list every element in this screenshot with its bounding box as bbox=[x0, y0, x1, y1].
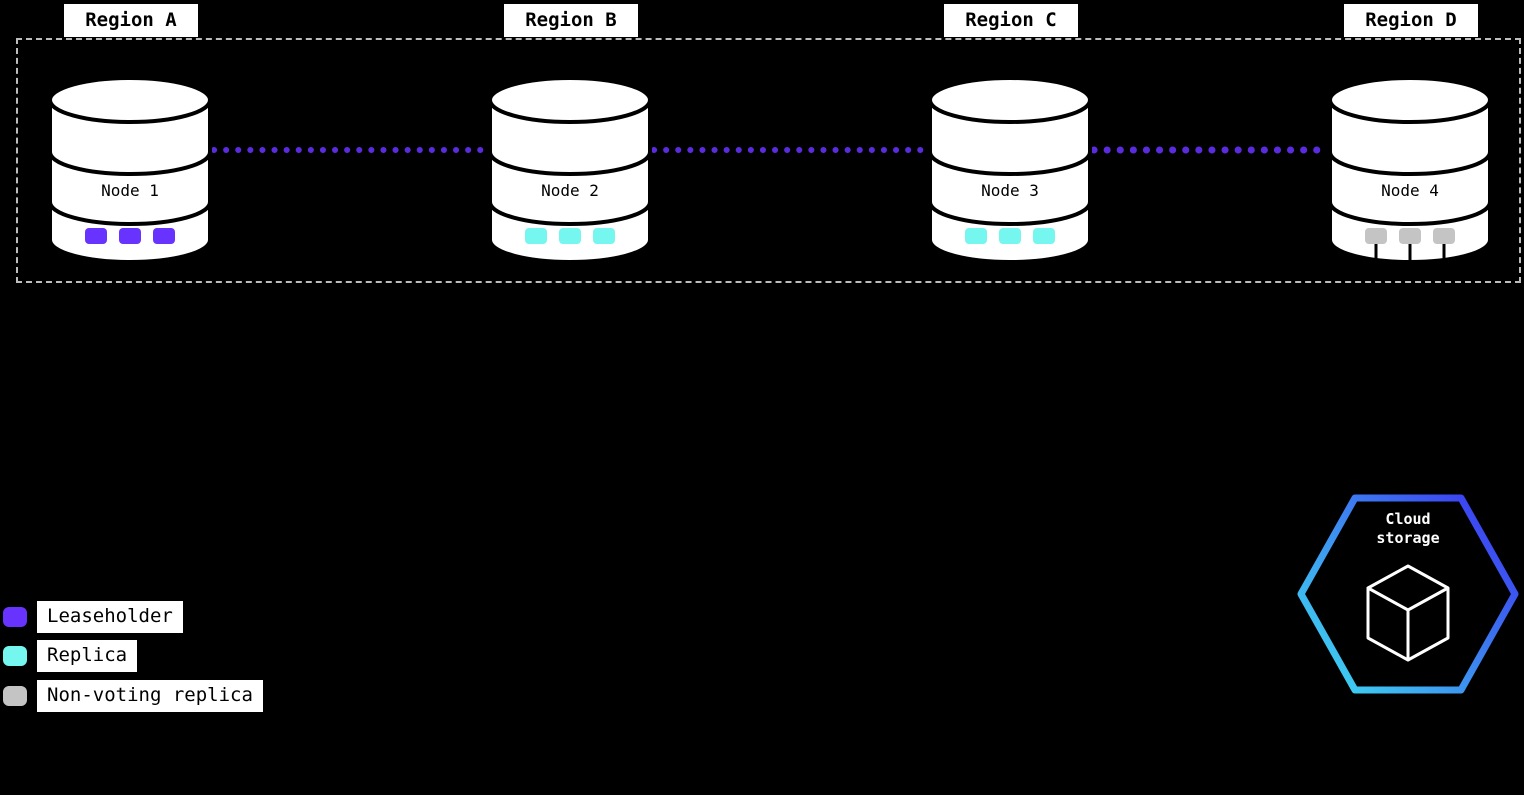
node-label: Node 2 bbox=[541, 181, 599, 200]
cube-icon bbox=[1366, 564, 1450, 662]
non-voting-replica-marker-icon bbox=[1433, 228, 1455, 244]
node-label: Node 1 bbox=[101, 181, 159, 200]
region-label-d: Region D bbox=[1344, 4, 1478, 37]
legend-label-replica: Replica bbox=[37, 640, 138, 672]
leaseholder-marker-icon bbox=[119, 228, 141, 244]
node-label: Node 4 bbox=[1381, 181, 1439, 200]
non-voting-replica-markers bbox=[1365, 228, 1455, 244]
replica-marker-icon bbox=[525, 228, 547, 244]
legend-item-non-voting-replica: Non-voting replica bbox=[2, 680, 263, 712]
replica-markers bbox=[525, 228, 615, 244]
cloud-storage-hexagon: Cloud storage bbox=[1297, 494, 1519, 694]
replica-swatch-icon bbox=[3, 646, 27, 666]
region-label-c: Region C bbox=[944, 4, 1078, 37]
non-voting-replica-marker-icon bbox=[1365, 228, 1387, 244]
non-voting-replica-marker-icon bbox=[1399, 228, 1421, 244]
regions-boundary bbox=[16, 38, 1521, 283]
region-label-b: Region B bbox=[504, 4, 638, 37]
leaseholder-marker-icon bbox=[85, 228, 107, 244]
leaseholder-marker-icon bbox=[153, 228, 175, 244]
replica-marker-icon bbox=[559, 228, 581, 244]
legend-label-non-voting-replica: Non-voting replica bbox=[37, 680, 263, 712]
legend-item-leaseholder: Leaseholder bbox=[2, 601, 183, 633]
region-label-a: Region A bbox=[64, 4, 198, 37]
node-2-database: Node 2 bbox=[488, 76, 652, 264]
legend-item-replica: Replica bbox=[2, 640, 138, 672]
non-voting-replica-swatch-icon bbox=[3, 686, 27, 706]
node-4-database: Node 4 bbox=[1328, 76, 1492, 270]
node-3-database: Node 3 bbox=[928, 76, 1092, 264]
replica-marker-icon bbox=[965, 228, 987, 244]
leaseholder-swatch-icon bbox=[3, 607, 27, 627]
leaseholder-markers bbox=[85, 228, 175, 244]
replica-marker-icon bbox=[999, 228, 1021, 244]
node-1-database: Node 1 bbox=[48, 76, 212, 264]
replica-marker-icon bbox=[1033, 228, 1055, 244]
replica-marker-icon bbox=[593, 228, 615, 244]
cloud-storage-connector-lines bbox=[1374, 240, 1446, 270]
cloud-storage-label-line2: storage bbox=[1376, 529, 1439, 547]
replica-markers bbox=[965, 228, 1055, 244]
node-label: Node 3 bbox=[981, 181, 1039, 200]
legend-label-leaseholder: Leaseholder bbox=[37, 601, 183, 633]
cloud-storage-label-line1: Cloud bbox=[1385, 510, 1430, 528]
